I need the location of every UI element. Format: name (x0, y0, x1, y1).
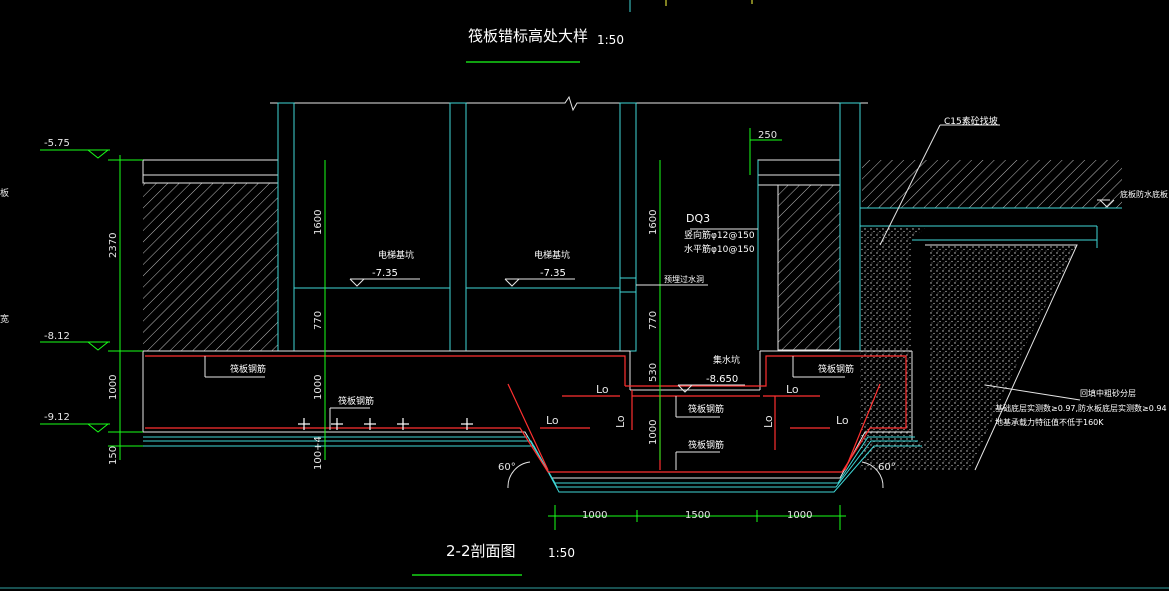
elevation-label: -8.12 (44, 331, 70, 342)
concrete-label: C15素砼找坡 (944, 115, 998, 127)
lo-label: Lo (762, 415, 775, 428)
lo-label: Lo (836, 414, 849, 427)
rebar-label: 筏板钢筋 (230, 363, 266, 375)
break-line (270, 95, 868, 112)
dim-label: 1600 (648, 210, 659, 235)
elevation-label: -9.12 (44, 412, 70, 423)
elevation-label: -5.75 (44, 138, 70, 149)
dim-label: 1000 (787, 510, 812, 521)
rebar-label: 筏板钢筋 (338, 395, 374, 407)
dim-label: 1600 (313, 210, 324, 235)
top-scale: 1:50 (597, 33, 624, 47)
dim-label: 1500 (685, 510, 710, 521)
rebar-label: 筏板钢筋 (688, 439, 724, 451)
dim-label: 770 (313, 311, 324, 330)
dim-label: 2370 (108, 233, 119, 258)
lo-label: Lo (546, 414, 559, 427)
angle-label: 60° (498, 462, 516, 473)
lo-label: Lo (614, 415, 627, 428)
left-slab (142, 159, 279, 184)
dim-label: 770 (648, 311, 659, 330)
dim-label: 1000 (648, 420, 659, 445)
backfill-sand (925, 245, 1077, 470)
top-title: 筏板错标高处大样 (468, 27, 588, 45)
angle-arc (507, 461, 531, 489)
pit-label: 电梯基坑 (534, 249, 570, 261)
lo-label: Lo (786, 383, 799, 396)
pit-elevation-marks (204, 124, 1115, 470)
wall-rebar-h: 水平筋φ10@150 (684, 243, 755, 255)
edge-label: 宽 (0, 313, 9, 325)
bottom-scale: 1:50 (548, 546, 575, 560)
backfill-label: 基础底层实测数≥0.97,防水板底层实测数≥0.94 (995, 403, 1167, 413)
bottom-layers (143, 431, 922, 493)
sump-label: 集水坑 (713, 354, 740, 366)
dim-label: 1000 (313, 375, 324, 400)
dim-label: 250 (758, 130, 777, 141)
dim-label: 100+4 (313, 436, 324, 470)
edge-label: 板 (0, 187, 9, 199)
dim-label: 150 (108, 446, 119, 465)
pit-label: 电梯基坑 (378, 249, 414, 261)
pit-elevation: -7.35 (372, 268, 398, 279)
lo-label: Lo (596, 383, 609, 396)
dim-label: 1000 (582, 510, 607, 521)
right-wall-hatch (778, 185, 840, 350)
sump-elevation: -8.650 (706, 374, 738, 385)
backfill-label: 地基承载力特征值不低于160K (995, 417, 1104, 427)
rebar-label: 筏板钢筋 (818, 363, 854, 375)
angle-arc (861, 461, 884, 489)
left-wall-hatch (143, 183, 278, 351)
dim-label: 1000 (108, 375, 119, 400)
waterproof-label: 底板防水底板 (1120, 189, 1168, 199)
angle-label: 60° (878, 462, 896, 473)
pipe-label: 预埋过水洞 (664, 274, 704, 284)
right-slab-hatch (862, 160, 1122, 208)
backfill-label: 回填中粗砂分层 (1080, 388, 1136, 398)
pit-elevation: -7.35 (540, 268, 566, 279)
concrete-fill (860, 228, 930, 470)
wall-code: DQ3 (686, 212, 710, 225)
bottom-title: 2-2剖面图 (446, 542, 516, 560)
rebar-label: 筏板钢筋 (688, 403, 724, 415)
dim-label: 530 (648, 363, 659, 382)
rebar-points (298, 418, 473, 430)
wall-rebar-v: 竖向筋φ12@150 (684, 229, 755, 241)
raft-outline (142, 350, 913, 440)
elevation-marks (40, 128, 846, 530)
